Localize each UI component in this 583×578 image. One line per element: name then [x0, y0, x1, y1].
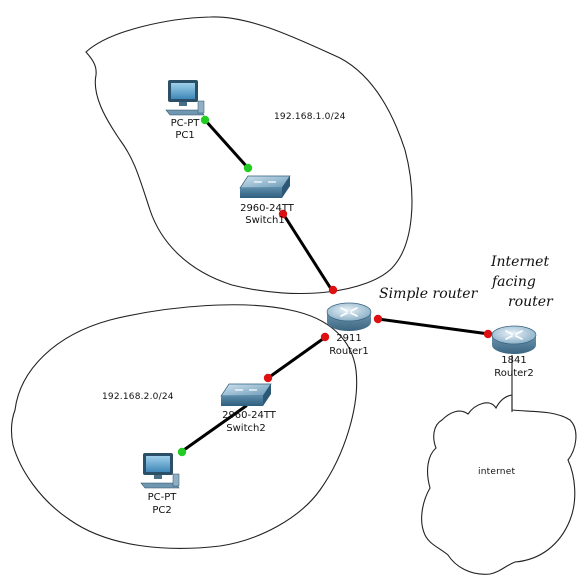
link-down-dot: [320, 332, 330, 342]
top-subnet-label: 192.168.1.0/24: [274, 112, 346, 122]
link-up-dot: [243, 163, 253, 173]
router1-model-label: 2911: [336, 333, 361, 344]
switch2-name-label: Switch2: [226, 423, 265, 434]
link-down-dot: [483, 329, 493, 339]
internet-facing-annotation-line3: router: [508, 294, 554, 310]
pc1-name-label: PC1: [175, 130, 194, 141]
switch1-model-label: 2960-24TT: [240, 203, 295, 214]
switch1-device[interactable]: [239, 175, 291, 198]
bottom-network-boundary: [10, 304, 358, 549]
switch1-name-label: Switch1: [245, 215, 284, 226]
pc2-name-label: PC2: [152, 505, 171, 516]
cable-switch1-router1: [280, 210, 335, 294]
switch2-device[interactable]: [220, 383, 272, 406]
cable-pc1-switch1: [203, 118, 250, 170]
cable-router1-switch2: [266, 334, 329, 380]
link-status-dots: [177, 115, 493, 457]
internet-facing-annotation-line2: facing: [491, 274, 536, 290]
bottom-subnet-label: 192.168.2.0/24: [102, 392, 174, 402]
link-down-dot: [263, 373, 273, 383]
link-down-dot: [328, 285, 338, 295]
switch2-model-label: 2960-24TT: [222, 410, 277, 421]
switch-icon: [239, 175, 291, 198]
link-up-dot: [177, 447, 187, 457]
pc-icon: [140, 453, 180, 489]
switch-icon: [220, 383, 272, 406]
pc1-device[interactable]: [165, 80, 205, 116]
top-network-boundary: [85, 16, 413, 295]
internet-cloud: [421, 394, 577, 575]
router1-device[interactable]: [326, 302, 372, 331]
router2-name-label: Router2: [494, 368, 534, 379]
link-down-dot: [278, 209, 288, 219]
router1-name-label: Router1: [329, 346, 369, 357]
pc-icon: [165, 80, 205, 116]
router2-model-label: 1841: [501, 355, 526, 366]
link-down-dot: [373, 314, 383, 324]
cable-switch2-pc2: [179, 404, 248, 454]
simple-router-annotation: Simple router: [379, 286, 479, 302]
link-up-dot: [200, 115, 210, 125]
router-icon: [326, 302, 372, 331]
router-icon: [491, 325, 537, 354]
internet-facing-annotation-line1: Internet: [490, 254, 549, 270]
pc1-model-label: PC-PT: [171, 118, 201, 129]
pc2-model-label: PC-PT: [148, 492, 178, 503]
pc2-device[interactable]: [140, 453, 180, 489]
internet-label: internet: [478, 467, 515, 477]
router2-device[interactable]: [491, 325, 537, 354]
cable-router1-router2: [376, 317, 491, 336]
cables: [179, 118, 491, 454]
